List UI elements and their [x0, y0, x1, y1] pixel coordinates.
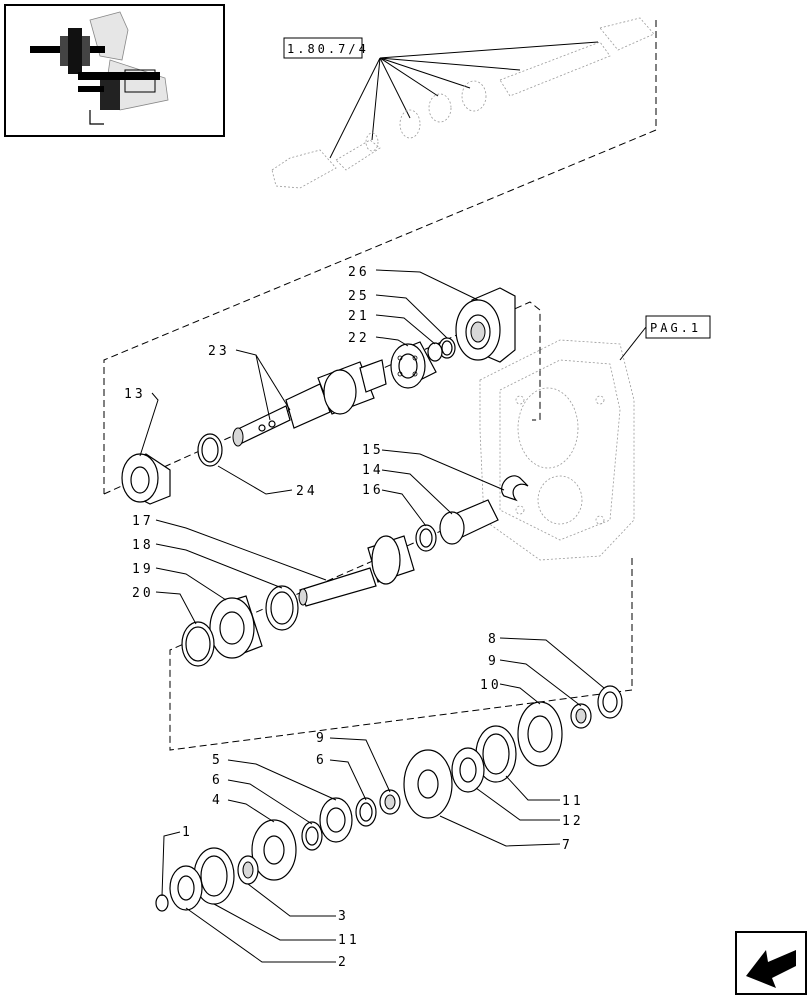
part-14-sleeve	[439, 499, 499, 545]
callout-16: 16	[362, 483, 384, 498]
callout-25: 25	[348, 289, 370, 304]
reference-box-page-1[interactable]: PAG.1	[645, 315, 711, 339]
part-23-shaft	[232, 359, 387, 447]
callout-19: 19	[132, 562, 154, 577]
callout-21: 21	[348, 309, 370, 324]
callout-11-upper: 11	[562, 794, 584, 809]
assembly-outline-upper	[103, 20, 657, 494]
part-7-gear	[403, 749, 453, 819]
part-16-ring	[415, 524, 437, 552]
callout-labels: 26 25 21 22 23 13 24 15 14 16 17 18 19 2…	[124, 265, 584, 970]
part-13-gear	[121, 453, 171, 505]
part-8-washer	[597, 685, 623, 719]
callout-9-lower: 9	[316, 731, 327, 746]
callout-1: 1	[182, 825, 193, 840]
part-4-gear	[251, 819, 297, 881]
callout-4: 4	[212, 793, 223, 808]
part-21-ring	[427, 342, 443, 362]
callout-10: 10	[480, 678, 502, 693]
part-9-spacer-upper	[570, 703, 592, 729]
reference-leader-lines	[329, 41, 599, 159]
callout-26: 26	[348, 265, 370, 280]
callout-14: 14	[362, 463, 384, 478]
part-6-washer-lower	[301, 821, 323, 851]
assembly-thumbnail-icon[interactable]	[4, 4, 225, 137]
callout-6-upper: 6	[316, 753, 327, 768]
previous-page-arrow-icon[interactable]	[735, 931, 807, 995]
part-2-gear	[169, 865, 203, 911]
reference-box-1-80-7-4[interactable]: 1.80.7/4	[283, 37, 369, 59]
callout-11-lower: 11	[338, 933, 360, 948]
page-reference-label: PAG.1	[650, 321, 701, 335]
part-22-bearing	[390, 341, 437, 389]
part-25-ring	[438, 337, 456, 359]
callout-15: 15	[362, 443, 384, 458]
part-9-spacer-lower	[379, 789, 401, 815]
callout-18: 18	[132, 538, 154, 553]
part-3-spacer	[237, 855, 259, 885]
reference-label: 1.80.7/4	[287, 42, 369, 56]
assembly-outline-mid	[103, 301, 541, 495]
part-17-shaft	[298, 535, 415, 607]
callout-6-lower: 6	[212, 773, 223, 788]
callout-9-upper: 9	[488, 654, 499, 669]
reference-shaft-ghost	[271, 17, 655, 189]
callout-7: 7	[562, 838, 573, 853]
part-1-nut	[155, 894, 169, 912]
callout-leaders	[139, 269, 605, 963]
callout-12: 12	[562, 814, 584, 829]
part-10-gear	[517, 701, 563, 767]
callout-2: 2	[338, 955, 349, 970]
part-19-bearing	[209, 595, 263, 659]
callout-3: 3	[338, 909, 349, 924]
part-15-clip	[501, 475, 529, 502]
part-5-bearing	[319, 797, 353, 843]
callout-13: 13	[124, 387, 146, 402]
callout-22: 22	[348, 331, 370, 346]
callout-8: 8	[488, 632, 499, 647]
part-11-synchro-upper	[475, 725, 517, 783]
part-26-hub	[455, 287, 516, 363]
callout-24: 24	[296, 484, 318, 499]
page-reference-leader	[619, 326, 647, 361]
callout-20: 20	[132, 586, 154, 601]
gearbox-housing-ghost	[479, 339, 635, 561]
callout-17: 17	[132, 514, 154, 529]
callout-23: 23	[208, 344, 230, 359]
part-18-ring	[265, 585, 299, 631]
part-6-washer-upper	[355, 797, 377, 827]
part-20-circlip	[181, 621, 215, 667]
part-24-ring	[197, 433, 223, 467]
part-12-hub	[451, 747, 485, 793]
callout-5: 5	[212, 753, 223, 768]
